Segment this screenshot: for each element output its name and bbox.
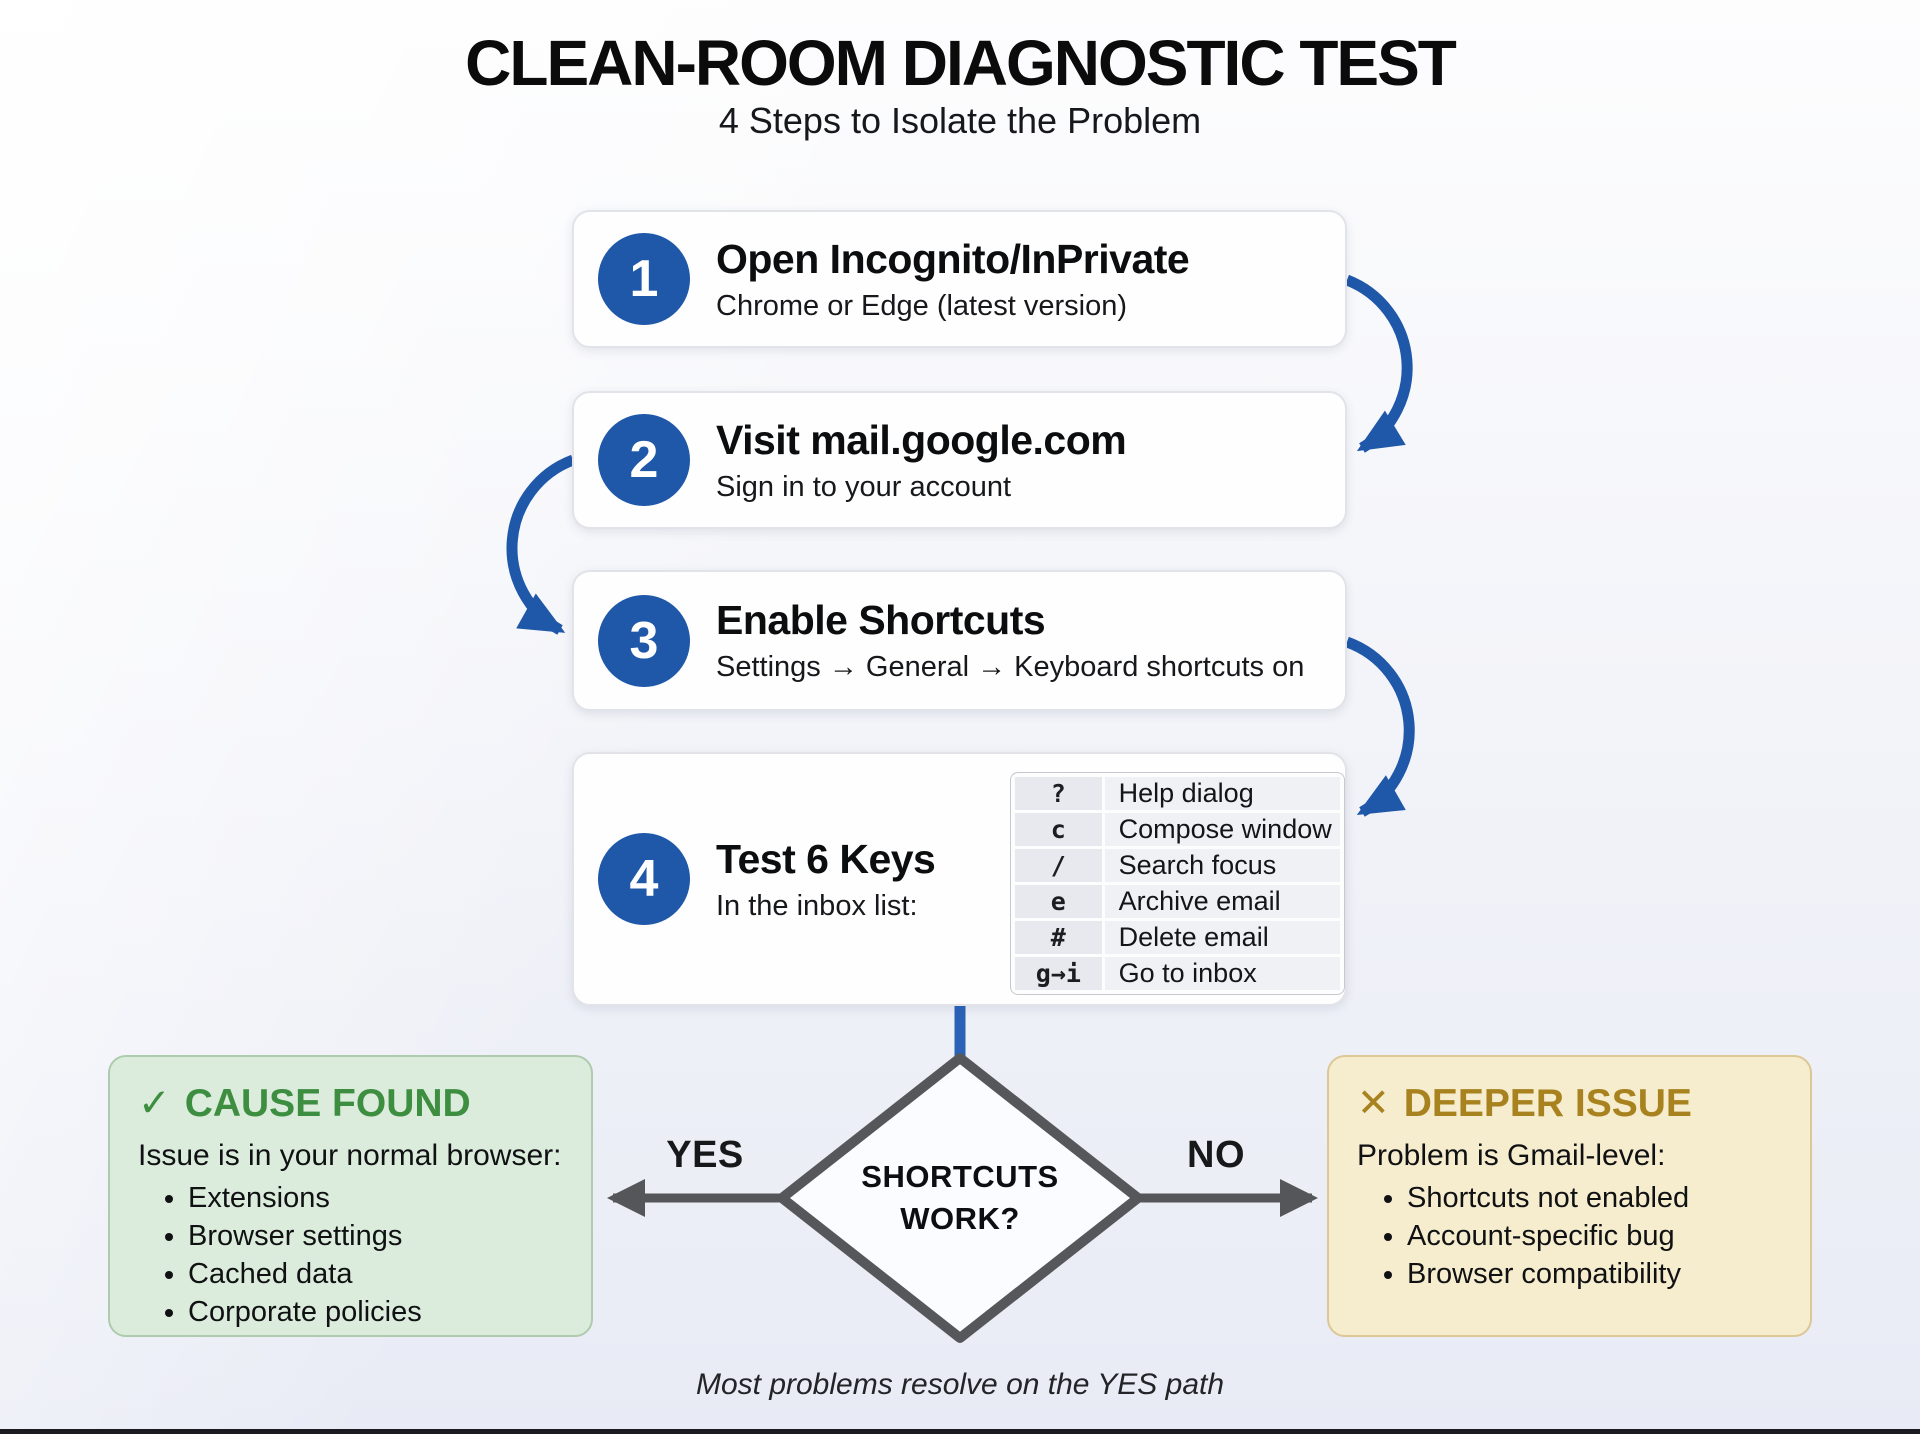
yes-label: YES [666, 1134, 744, 1176]
outcome-yes-box: ✓ CAUSE FOUND Issue is in your normal br… [108, 1055, 593, 1337]
footer-note: Most problems resolve on the YES path [695, 1368, 1225, 1401]
outcome-bullet: Shortcuts not enabled [1407, 1182, 1782, 1215]
arc-step3-step4 [1345, 636, 1415, 817]
shortcut-action: Go to inbox [1104, 957, 1340, 990]
shortcut-key: / [1015, 849, 1102, 882]
page-title: CLEAN-ROOM DIAGNOSTIC TEST [465, 27, 1457, 99]
step-2-subtitle: Sign in to your account [716, 470, 1012, 503]
step-3-number-badge: 3 [598, 594, 690, 687]
outcome-yes-heading-text: CAUSE FOUND [184, 1081, 471, 1125]
decision-line1: SHORTCUTS [861, 1159, 1059, 1195]
page-subtitle: 4 Steps to Isolate the Problem [718, 100, 1202, 141]
outcome-bullet: Browser settings [188, 1220, 563, 1253]
outcome-bullet: Extensions [188, 1182, 563, 1215]
outcome-yes-bullet-list: Extensions Browser settings Cached data … [138, 1182, 563, 1329]
decision-line2: WORK? [900, 1201, 1020, 1236]
shortcut-key-table: ? Help dialog c Compose window / Search … [1010, 772, 1345, 995]
table-row: e Archive email [1015, 885, 1340, 918]
outcome-no-heading-text: DEEPER ISSUE [1403, 1081, 1692, 1125]
step-4-number-badge: 4 [598, 833, 690, 925]
step-2-title: Visit mail.google.com [716, 416, 1127, 463]
shortcut-action: Archive email [1104, 885, 1340, 918]
step-3-subtitle: Settings → General → Keyboard shortcuts … [716, 651, 1305, 683]
step-1-subtitle: Chrome or Edge (latest version) [716, 289, 1127, 322]
shortcut-action: Search focus [1104, 849, 1340, 882]
decision-diamond [777, 1053, 1143, 1343]
arc-step1-step2 [1344, 274, 1413, 453]
step-3-title: Enable Shortcuts [716, 597, 1046, 643]
outcome-bullet: Cached data [188, 1258, 563, 1291]
outcome-yes-intro: Issue is in your normal browser: [138, 1139, 562, 1172]
step-4-subtitle: In the inbox list: [716, 889, 918, 922]
step-2-card: 2 Visit mail.google.com Sign in to your … [572, 391, 1347, 529]
step-4-title: Test 6 Keys [716, 835, 936, 882]
shortcut-action: Help dialog [1104, 777, 1340, 810]
step-4-card: 4 Test 6 Keys In the inbox list: ? Help … [572, 752, 1347, 1006]
step-1-card: 1 Open Incognito/InPrivate Chrome or Edg… [572, 210, 1347, 348]
table-row: # Delete email [1015, 921, 1340, 954]
outcome-no-bullet-list: Shortcuts not enabled Account-specific b… [1357, 1182, 1782, 1291]
step-3-card: 3 Enable Shortcuts Settings → General → … [572, 570, 1347, 711]
outcome-no-box: ✕ DEEPER ISSUE Problem is Gmail-level: S… [1327, 1055, 1812, 1337]
step-1-number-badge: 1 [598, 233, 690, 325]
outcome-no-heading: ✕ DEEPER ISSUE [1357, 1081, 1782, 1126]
step-2-number-badge: 2 [598, 414, 690, 506]
step-1-title: Open Incognito/InPrivate [716, 235, 1190, 282]
arc-step2-step3 [506, 454, 575, 635]
table-row: c Compose window [1015, 813, 1340, 846]
outcome-bullet: Account-specific bug [1407, 1220, 1782, 1253]
shortcut-key: ? [1015, 777, 1102, 810]
no-label: NO [1187, 1134, 1245, 1176]
outcome-bullet: Browser compatibility [1407, 1258, 1782, 1291]
outcome-bullet: Corporate policies [188, 1296, 563, 1329]
check-icon: ✓ [138, 1082, 171, 1125]
shortcut-key: # [1015, 921, 1102, 954]
x-icon: ✕ [1357, 1082, 1390, 1125]
table-row: ? Help dialog [1015, 777, 1340, 810]
shortcut-key: e [1015, 885, 1102, 918]
table-row: / Search focus [1015, 849, 1340, 882]
shortcut-key: c [1015, 813, 1102, 846]
shortcut-action: Compose window [1104, 813, 1340, 846]
table-row: g→i Go to inbox [1015, 957, 1340, 990]
outcome-yes-heading: ✓ CAUSE FOUND [138, 1081, 563, 1126]
bottom-edge-strip [0, 1429, 1920, 1434]
shortcut-key: g→i [1015, 957, 1102, 990]
shortcut-action: Delete email [1104, 921, 1340, 954]
decision-diamond-label: SHORTCUTS WORK? [782, 1058, 1138, 1338]
outcome-no-intro: Problem is Gmail-level: [1357, 1139, 1666, 1172]
